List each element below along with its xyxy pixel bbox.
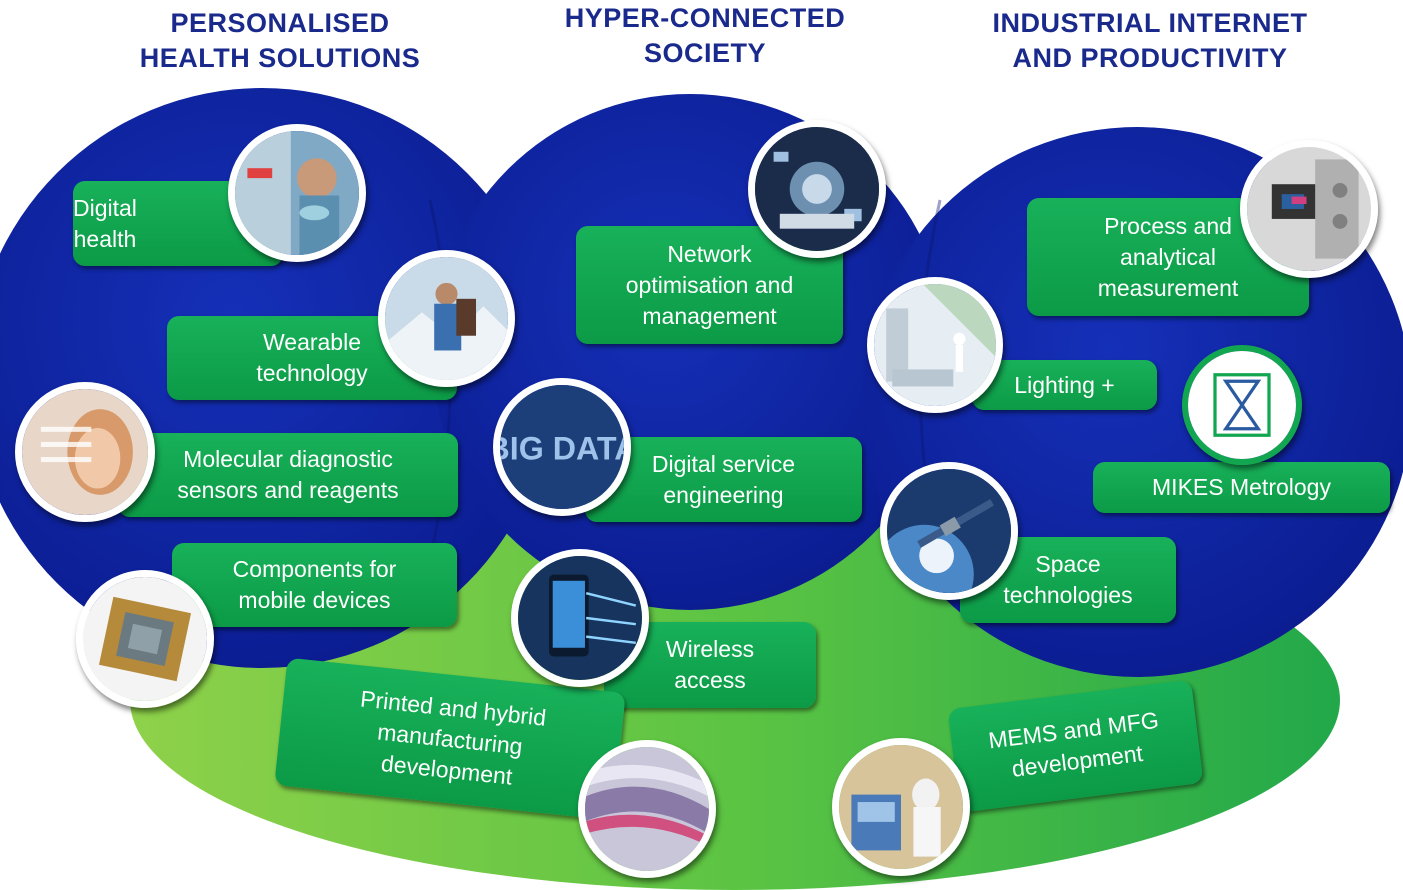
- topic-molecular-diagnostic[interactable]: Molecular diagnostic sensors and reagent…: [118, 433, 458, 517]
- hiker-photo-icon: [378, 250, 515, 387]
- heading-health: PERSONALISED HEALTH SOLUTIONS: [139, 8, 421, 73]
- heading-industry: INDUSTRIAL INTERNET AND PRODUCTIVITY: [992, 8, 1308, 73]
- cpu-chip-photo-icon: [76, 570, 214, 708]
- big-data-photo-icon: BIG DATA: [493, 378, 631, 516]
- heading-society: HYPER-CONNECTED SOCIETY: [564, 3, 846, 68]
- topic-mikes-metrology[interactable]: MIKES Metrology: [1093, 462, 1390, 513]
- doctor-photo-icon: [228, 124, 366, 262]
- topic-components-mobile[interactable]: Components for mobile devices: [172, 543, 457, 627]
- cleanroom-photo-icon: [832, 738, 970, 876]
- topic-lighting[interactable]: Lighting +: [972, 360, 1157, 410]
- mikes-logo-icon: [1182, 345, 1302, 465]
- factory-machine-photo-icon: [1240, 140, 1378, 278]
- woman-test-photo-icon: [15, 382, 155, 522]
- big-data-label: BIG DATA: [500, 430, 624, 466]
- printed-roll-photo-icon: [578, 740, 716, 878]
- network-photo-icon: [748, 120, 886, 258]
- smartphone-photo-icon: [511, 549, 649, 687]
- lighting-room-photo-icon: [867, 277, 1003, 413]
- topic-digital-service[interactable]: Digital service engineering: [585, 437, 862, 522]
- satellite-photo-icon: [880, 462, 1018, 600]
